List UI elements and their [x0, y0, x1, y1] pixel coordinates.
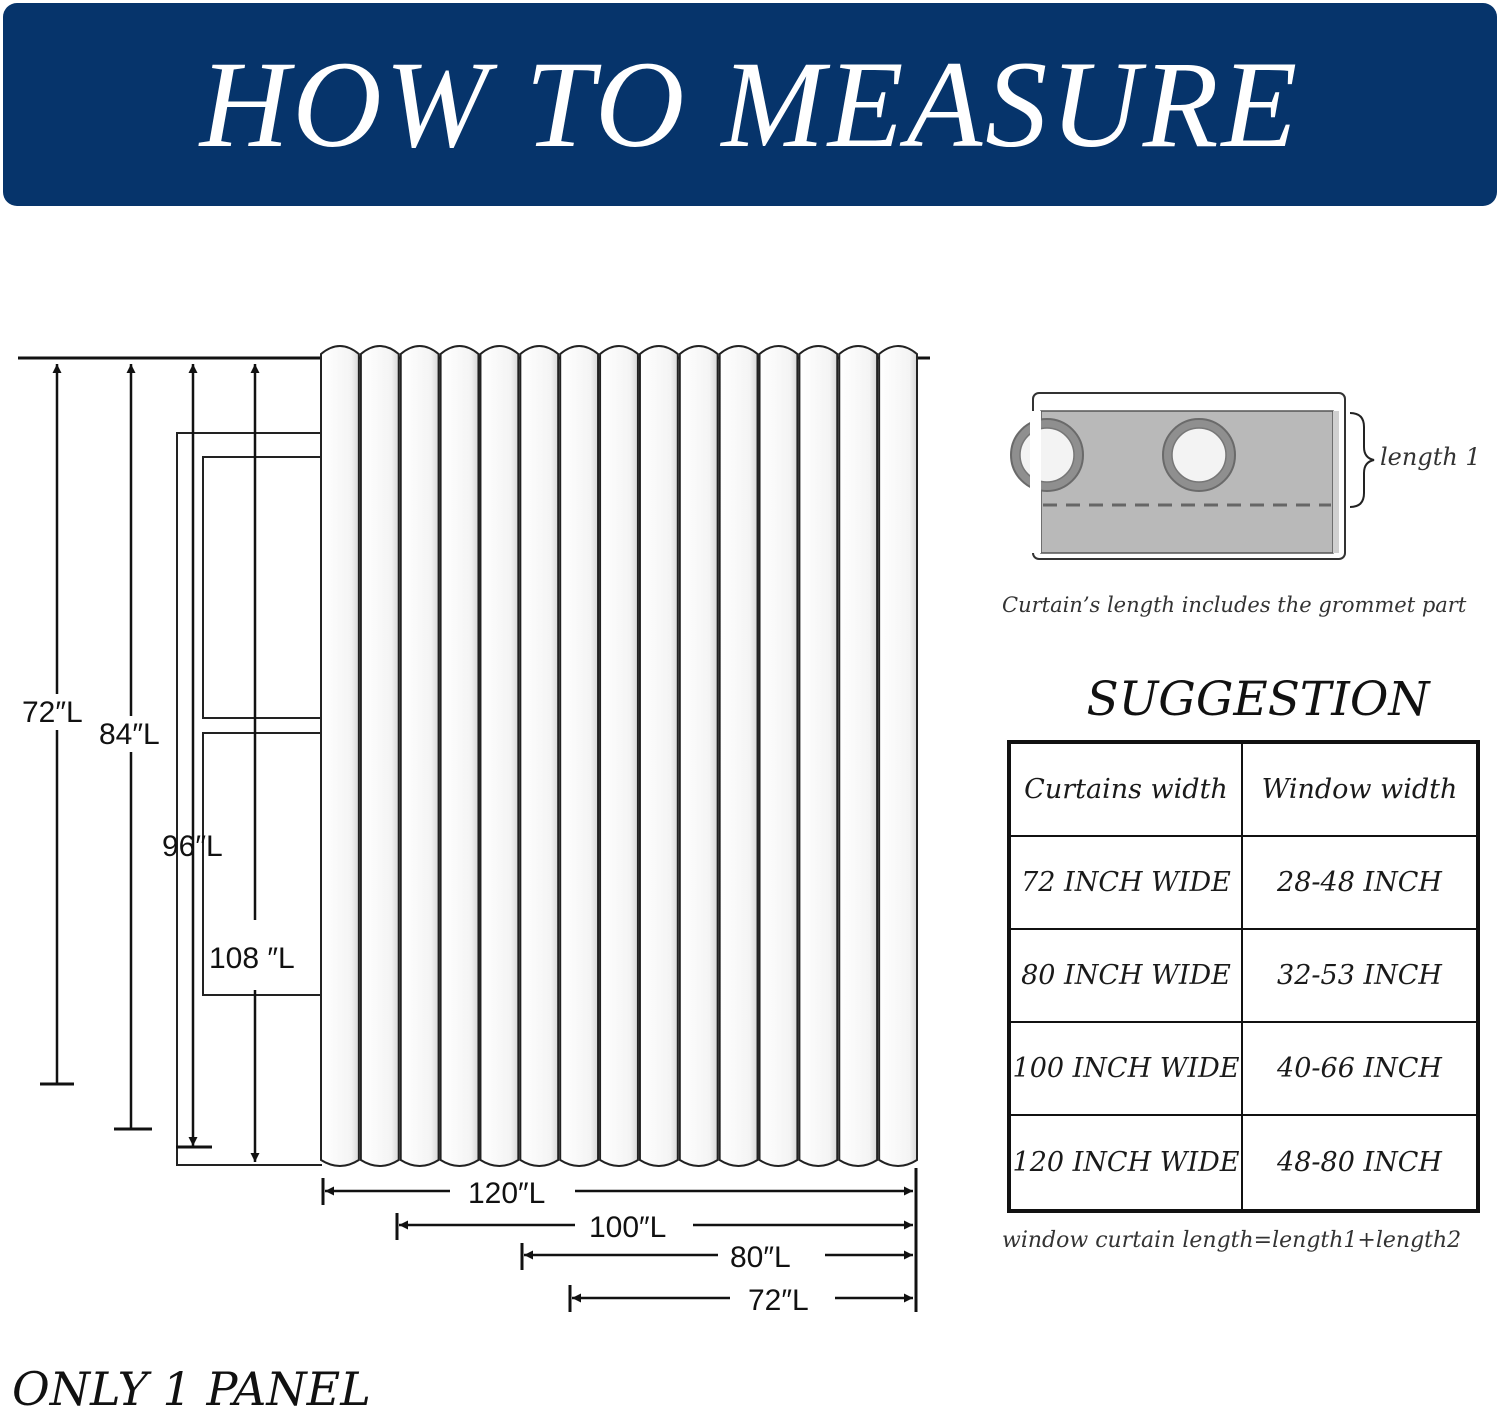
curtain-fold: [838, 345, 879, 1167]
curtain-fold: [320, 345, 360, 1167]
header-banner: HOW TO MEASURE: [3, 3, 1497, 206]
grommet-closeup-illustration: [1010, 392, 1375, 560]
table-cell-window-width: 32-53 INCH: [1243, 930, 1476, 1023]
curtain-fold: [878, 345, 918, 1167]
table-cell-curtain-width: 80 INCH WIDE: [1011, 930, 1243, 1023]
curtain-fold: [599, 345, 639, 1167]
grommet-caption: Curtain’s length includes the grommet pa…: [1002, 593, 1467, 617]
table-header-curtains-width: Curtains width: [1011, 744, 1243, 837]
curtain-fold: [559, 345, 600, 1167]
width-arrows: [321, 1168, 918, 1312]
curtain-fold: [678, 345, 719, 1167]
curtain-fold: [359, 345, 400, 1167]
length-formula: window curtain length=length1+length2: [1002, 1228, 1462, 1253]
width-80-label: 80″L: [730, 1241, 791, 1274]
width-100-label: 100″L: [589, 1211, 666, 1244]
curtain-fold: [718, 345, 759, 1167]
curtain-panel-illustration: [320, 345, 918, 1167]
table-cell-window-width: 48-80 INCH: [1277, 1147, 1442, 1178]
curtain-fold: [758, 345, 799, 1167]
table-cell-curtain-width: 100 INCH WIDE: [1011, 1023, 1243, 1116]
curtain-fold: [638, 345, 679, 1167]
suggestion-title: SUGGESTION: [1086, 672, 1430, 727]
table-cell-window-width: 40-66 INCH: [1243, 1023, 1476, 1116]
panel-count-note: ONLY 1 PANEL: [12, 1362, 371, 1416]
width-72-label: 72″L: [748, 1284, 809, 1317]
length-84-label: 84″L: [99, 718, 160, 751]
table-cell-curtain-width: 72 INCH WIDE: [1011, 837, 1243, 930]
curtain-fold: [519, 345, 560, 1167]
curtain-fold: [479, 345, 520, 1167]
curtain-fold: [798, 345, 839, 1167]
grommet-hole-icon: [1171, 427, 1227, 483]
length-96-label: 96″L: [162, 830, 223, 863]
page-title: HOW TO MEASURE: [199, 35, 1301, 173]
curly-brace-icon: [1349, 412, 1375, 508]
length-108-label: 108 ″L: [209, 942, 295, 975]
grommet-length-label: length 1: [1380, 443, 1481, 471]
table-cell-curtain-width: 120 INCH WIDE: [1011, 1116, 1243, 1209]
length-arrows: [40, 364, 260, 1162]
window-illustration: [176, 432, 322, 1166]
length-72-label: 72″L: [22, 696, 83, 729]
table-cell-window-width: 28-48 INCH: [1243, 837, 1476, 930]
suggestion-table: Curtains width Window width 72 INCH WIDE…: [1007, 740, 1480, 1213]
curtain-fold: [399, 345, 440, 1167]
table-header-window-width: Window width: [1243, 744, 1476, 837]
curtain-fold: [439, 345, 480, 1167]
width-120-label: 120″L: [468, 1177, 545, 1210]
